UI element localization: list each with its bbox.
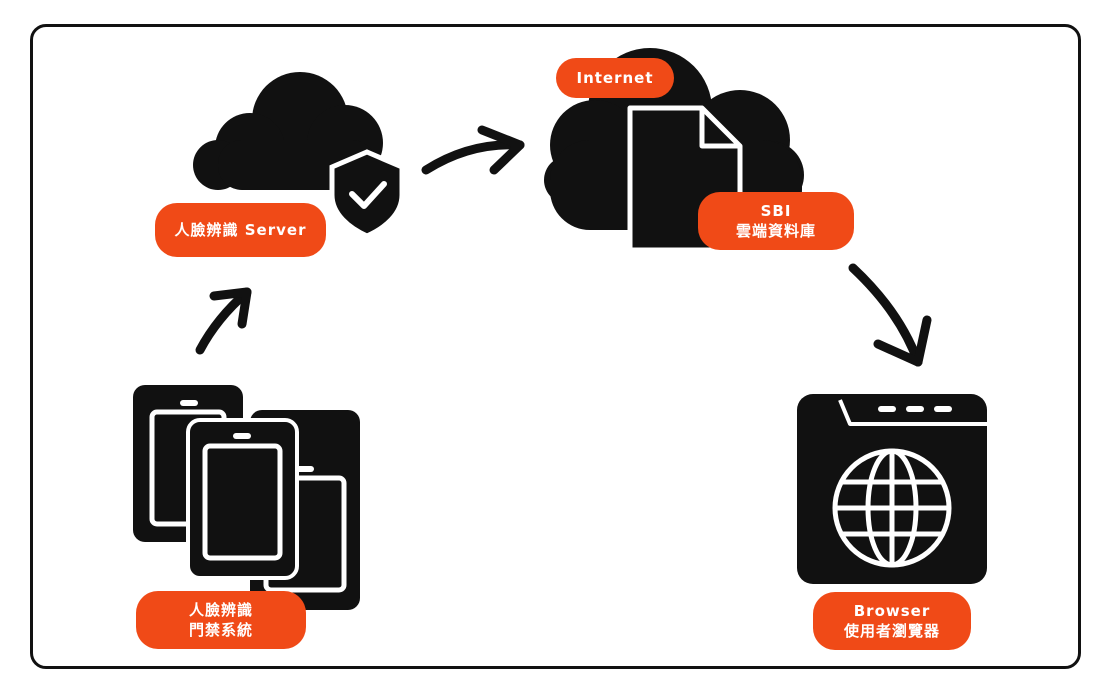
sbi-db-label: SBI 雲端資料庫 <box>698 192 854 250</box>
tablets-icon <box>133 385 360 610</box>
cloud-document-icon <box>544 48 804 253</box>
face-server-text: 人臉辨識 Server <box>174 221 307 239</box>
access-system-line2: 門禁系統 <box>188 621 253 639</box>
arrow-internet-to-browser <box>848 263 932 367</box>
internet-label: Internet <box>556 58 674 98</box>
face-server-label: 人臉辨識 Server <box>155 203 326 257</box>
internet-text: Internet <box>576 69 654 87</box>
cloud-shield-check-icon <box>193 72 405 239</box>
arrow-server-to-internet <box>421 125 525 175</box>
browser-line2: 使用者瀏覽器 <box>843 622 940 640</box>
browser-line1: Browser <box>853 602 931 620</box>
browser-label: Browser 使用者瀏覽器 <box>813 592 971 650</box>
browser-globe-icon <box>797 394 987 584</box>
diagram-frame <box>30 24 1081 669</box>
access-system-line1: 人臉辨識 <box>188 601 253 619</box>
sbi-db-line2: 雲端資料庫 <box>735 222 816 240</box>
arrow-access-to-server <box>195 287 252 355</box>
sbi-db-line1: SBI <box>760 202 792 220</box>
access-system-label: 人臉辨識 門禁系統 <box>136 591 306 649</box>
